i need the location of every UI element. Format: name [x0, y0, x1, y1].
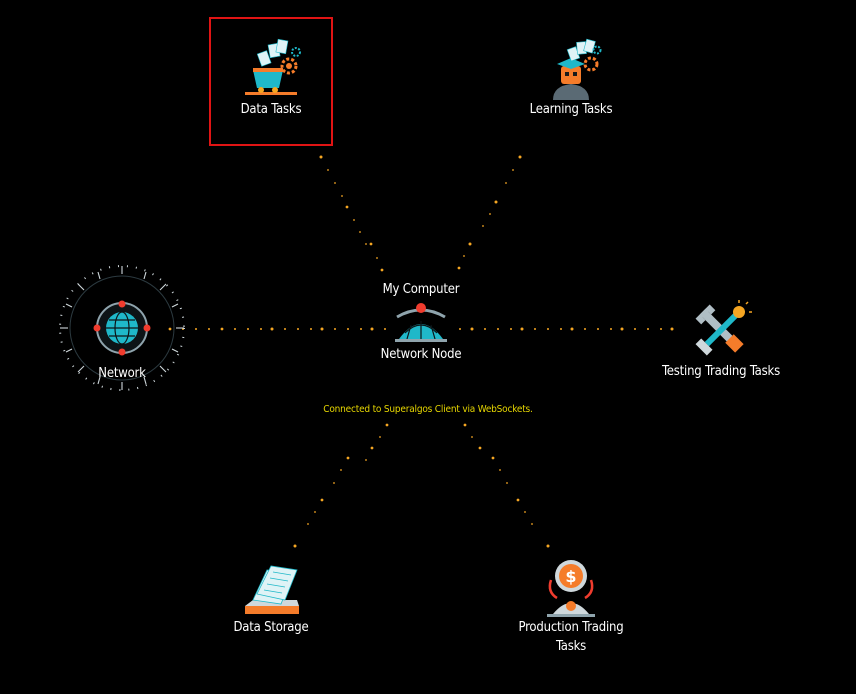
node-production-trading-tasks[interactable]: $ Production Trading Tasks	[506, 556, 636, 656]
network-globe-icon	[59, 265, 185, 391]
node-label: Testing Trading Tasks	[662, 364, 780, 379]
node-label: Data Storage	[233, 620, 309, 635]
data-mine-cart-icon	[245, 38, 301, 95]
svg-text:$: $	[565, 567, 576, 586]
wire-production-trading-tasks	[463, 423, 550, 548]
node-label: Learning Tasks	[529, 102, 613, 117]
center-title: My Computer	[382, 282, 460, 297]
connection-status: Connected to Superalgos Client via WebSo…	[323, 404, 533, 415]
learning-robot-icon	[553, 38, 602, 100]
node-label: Network	[98, 366, 146, 381]
node-data-storage[interactable]: Data Storage	[226, 560, 316, 637]
node-label: Network Node	[380, 347, 462, 362]
node-label: Data Tasks	[240, 102, 302, 117]
wire-learning-tasks	[457, 155, 522, 270]
data-storage-icon	[245, 565, 299, 614]
selection-highlight	[209, 17, 333, 146]
network-node-dome-icon	[395, 303, 447, 342]
testing-tools-icon	[695, 300, 752, 356]
wire-data-tasks	[319, 155, 384, 272]
node-testing-trading-tasks[interactable]: Testing Trading Tasks	[662, 298, 780, 381]
node-data-tasks[interactable]: Data Tasks	[226, 36, 316, 119]
wire-network	[168, 327, 386, 331]
dollar-exchange-icon: $	[547, 560, 595, 617]
wire-data-storage	[293, 423, 389, 548]
node-network[interactable]: Network	[52, 262, 192, 396]
node-label: Production Trading Tasks	[518, 620, 624, 654]
wire-testing-trading-tasks	[459, 327, 674, 331]
node-network-node[interactable]: My Computer Network Node	[356, 280, 486, 364]
node-learning-tasks[interactable]: Learning Tasks	[516, 36, 626, 119]
